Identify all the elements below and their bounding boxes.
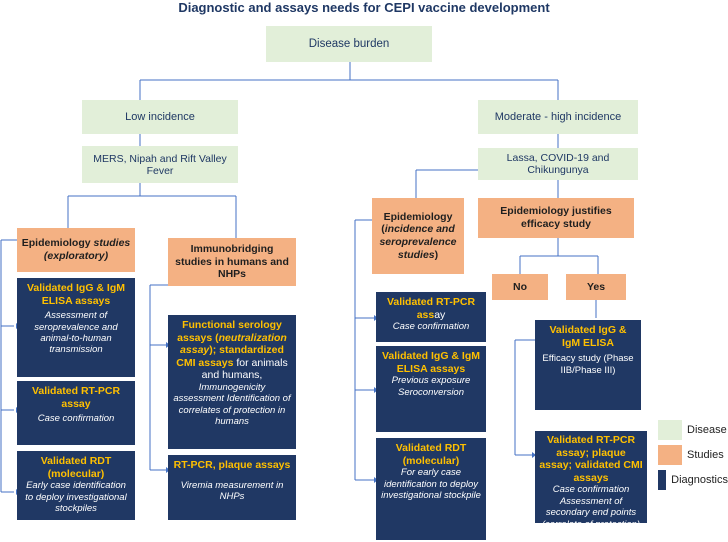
disease-burden-box: Disease burden <box>266 26 432 62</box>
high-elisa-title: Validated IgG & IgM ELISA assays <box>381 350 480 375</box>
low-rdt-box: Validated RDT (molecular) Early case ide… <box>17 451 135 520</box>
efficacy-elisa-box: Validated IgG & IgM ELISA Efficacy study… <box>535 320 641 410</box>
low-rdt-title: Validated RDT (molecular) <box>40 455 112 480</box>
plaque-assays-title: RT-PCR, plaque assays <box>173 459 291 471</box>
high-rtpcr-box: Validated RT-PCR assay Case confirmation <box>376 292 486 342</box>
high-rtpcr-body: Case confirmation <box>392 321 470 333</box>
high-rtpcr-title-b: ay <box>434 308 446 321</box>
high-rtpcr-title-a: Validated RT-PCR ass <box>386 296 476 321</box>
immunobridging-box: Immunobridging studies in humans and NHP… <box>168 238 296 286</box>
low-elisa-body: Assessment of seroprevalence and animal-… <box>34 310 118 356</box>
high-rdt-box: Validated RDT (molecular) For early case… <box>376 438 486 540</box>
high-rdt-body: For early case identification to deploy … <box>381 467 481 501</box>
low-incidence-box: Low incidence <box>82 100 238 134</box>
secondary-endpoints-body: Case confirmation Assessment of secondar… <box>541 484 641 530</box>
legend-swatch-diagnostics <box>658 470 667 490</box>
justifies-efficacy-box: Epidemiology justifies efficacy study <box>478 198 634 238</box>
efficacy-elisa-title: Validated IgG & IgM ELISA <box>549 324 627 349</box>
functional-serology-body: Immunogenicity assessment Identification… <box>173 381 291 428</box>
efficacy-elisa-body: Efficacy study (Phase IIB/Phase III) <box>542 353 634 376</box>
high-elisa-box: Validated IgG & IgM ELISA assays Previou… <box>376 346 486 432</box>
low-elisa-title: Validated IgG & IgM ELISA assays <box>26 282 125 307</box>
high-diseases-box: Lassa, COVID-19 and Chikungunya <box>478 148 638 180</box>
fs-title-b: neutralization assay <box>180 331 287 357</box>
legend-item-diagnostics: Diagnostics <box>658 470 728 490</box>
low-epi-text: Epidemiology <box>21 237 94 250</box>
yes-box: Yes <box>566 274 626 300</box>
secondary-endpoints-box: Validated RT-PCR assay; plaque assay; va… <box>535 431 647 530</box>
legend-label-diagnostics: Diagnostics <box>671 474 728 486</box>
legend-item-studies: Studies <box>658 445 728 465</box>
high-incidence-box: Moderate - high incidence <box>478 100 638 134</box>
secondary-endpoints-title: Validated RT-PCR assay; plaque assay; va… <box>539 434 643 484</box>
legend-item-disease: Disease <box>658 420 728 440</box>
low-rtpcr-box: Validated RT-PCR assay Case confirmation <box>17 381 135 445</box>
high-rtpcr-title: Validated RT-PCR assay <box>381 296 481 321</box>
fs-title-c: ); standardized CMI assays <box>176 344 284 369</box>
high-epi-c: ) <box>434 248 439 261</box>
functional-serology-title: Functional serology assays (neutralizati… <box>173 319 291 382</box>
high-elisa-body: Previous exposure Seroconversion <box>391 375 471 398</box>
legend-label-studies: Studies <box>687 449 724 461</box>
legend-swatch-studies <box>658 445 682 465</box>
legend-swatch-disease <box>658 420 682 440</box>
fs-title-d: for animals and humans, <box>201 356 288 382</box>
low-rtpcr-body: Case confirmation <box>37 413 115 425</box>
low-diseases-box: MERS, Nipah and Rift Valley Fever <box>82 146 238 183</box>
fs-title-a: Functional serology assays ( <box>177 319 282 344</box>
high-epi-a: Epidemiology ( <box>381 210 453 236</box>
plaque-assays-body: Viremia measurement in NHPs <box>180 479 284 502</box>
low-epi-exploratory: (exploratory) <box>43 250 109 262</box>
low-elisa-box: Validated IgG & IgM ELISA assays Assessm… <box>17 278 135 377</box>
functional-serology-box: Functional serology assays (neutralizati… <box>168 315 296 449</box>
low-rtpcr-title: Validated RT-PCR assay <box>31 385 121 410</box>
legend: Disease Studies Diagnostics <box>658 420 728 500</box>
no-box: No <box>492 274 548 300</box>
low-rdt-body: Early case identification to deploy inve… <box>25 480 127 514</box>
high-epi-b: incidence and seroprevalence studies <box>379 223 457 261</box>
low-epidemiology-box: Epidemiology studies (exploratory) <box>17 228 135 272</box>
diagram-title: Diagnostic and assays needs for CEPI vac… <box>178 0 550 15</box>
low-epi-italic: studies <box>93 237 131 250</box>
high-epidemiology-box: Epidemiology (incidence and seroprevalen… <box>372 198 464 274</box>
legend-label-disease: Disease <box>687 424 727 436</box>
plaque-assays-box: RT-PCR, plaque assays Viremia measuremen… <box>168 455 296 520</box>
high-rdt-title: Validated RDT (molecular) <box>395 442 467 467</box>
